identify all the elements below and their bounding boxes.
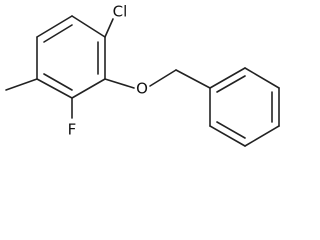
ch2-phenyl-bond: [175, 69, 211, 89]
methyl-bond: [5, 78, 38, 91]
chemical-structure-diagram: Cl F O: [5, 2, 280, 147]
ring-bond: [71, 78, 106, 99]
phenyl-double-bond: [216, 121, 246, 139]
oxygen-ch2-bond: [149, 69, 177, 87]
aryl-oxygen-bond: [104, 78, 135, 89]
phenyl-double-bond: [216, 75, 246, 93]
ring-bond: [36, 15, 73, 38]
ring-bond: [36, 78, 73, 99]
oxygen-label: O: [136, 80, 148, 98]
phenyl-ring-bond: [244, 67, 280, 89]
molecule-svg: Cl F O: [5, 3, 280, 147]
fluorine-label: F: [68, 121, 77, 139]
chlorine-bond: [104, 18, 114, 38]
phenyl-ring-bond: [209, 125, 246, 147]
phenyl-ring-bond: [209, 67, 246, 89]
chlorine-label: Cl: [113, 3, 128, 21]
aromatic-double-bond: [43, 24, 73, 43]
aromatic-double-bond: [43, 73, 73, 91]
ring-bond: [71, 15, 106, 38]
phenyl-ring-bond: [244, 125, 280, 147]
